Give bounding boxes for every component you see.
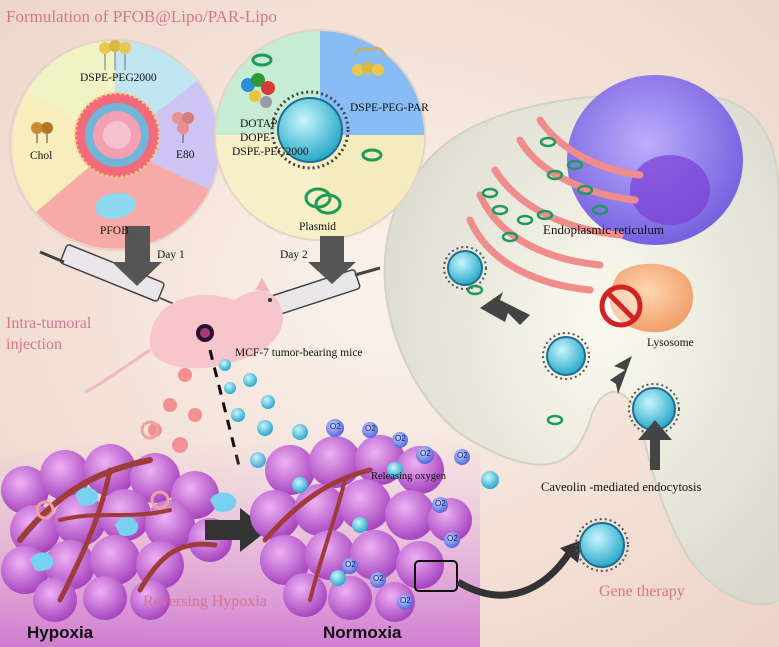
- nucleolus: [630, 155, 710, 225]
- arrow-to-mid: [610, 356, 632, 394]
- label-dspe-peg-par: DSPE-PEG-PAR: [350, 102, 429, 114]
- o2-label: O2: [435, 499, 446, 508]
- label-caveolin-endocytosis: Caveolin -mediated endocytosis: [541, 480, 702, 494]
- label-reversing-hypoxia: Reversing Hypoxia: [143, 593, 267, 610]
- label-day2: Day 2: [280, 249, 308, 261]
- o2-label: O2: [420, 449, 431, 458]
- label-intra-tumoral: Intra-tumoral: [6, 315, 92, 332]
- pfob-droplet-icon: [95, 193, 136, 219]
- o2-label: O2: [330, 422, 341, 431]
- dspe-peg-icon: [99, 40, 131, 70]
- label-e80: E80: [176, 149, 195, 161]
- label-dotap: DOTAP: [240, 118, 278, 130]
- dashed-paths: [208, 349, 242, 471]
- arrow-day1: [112, 226, 162, 286]
- liposome-upper: [443, 246, 487, 290]
- arrow-day2: [308, 236, 356, 284]
- label-endoplasmic-reticulum: Endoplasmic reticulum: [543, 222, 664, 237]
- oxygen-bubbles: [326, 419, 470, 610]
- plasmid-icons-right: [251, 53, 383, 215]
- formulation-circle-left: [9, 39, 221, 251]
- label-day1: Day 1: [157, 249, 185, 261]
- arrow-endocytosis: [638, 420, 672, 470]
- label-pfob: PFOB: [100, 225, 129, 237]
- label-hypoxia: Hypoxia: [27, 623, 94, 642]
- liposome-mid: [542, 332, 590, 380]
- blocked-icon: [599, 284, 643, 328]
- o2-label: O2: [373, 574, 384, 583]
- label-chol: Chol: [30, 150, 53, 162]
- label-dspe-peg2000-left: DSPE-PEG2000: [80, 72, 157, 84]
- curved-arrow-path: [456, 550, 573, 599]
- label-injection: injection: [6, 336, 62, 353]
- arrow-to-upper: [480, 292, 530, 325]
- o2-label: O2: [457, 451, 468, 460]
- liposome-gene-therapy: [575, 518, 629, 572]
- label-lysosome: Lysosome: [647, 337, 694, 349]
- cell-plasmids: [466, 136, 609, 426]
- pfob-droplet-transit: [210, 492, 237, 512]
- e80-icon: [172, 112, 194, 143]
- label-mice: MCF-7 tumor-bearing mice: [235, 347, 363, 359]
- o2-label: O2: [400, 596, 411, 605]
- label-gene-therapy: Gene therapy: [599, 583, 685, 600]
- lipid-icons-right: [241, 46, 386, 108]
- label-dspe-peg2000-right: DSPE-PEG2000: [232, 146, 309, 158]
- o2-label: O2: [447, 534, 458, 543]
- hypoxia-tumor-cluster: [1, 420, 232, 622]
- selection-box: [414, 560, 458, 592]
- chol-icon: [31, 122, 53, 143]
- normoxia-tumor-cluster: [250, 435, 499, 622]
- label-releasing-oxygen: Releasing oxygen: [371, 471, 446, 482]
- label-normoxia: Normoxia: [323, 623, 402, 642]
- endoplasmic-reticulum: [466, 116, 644, 294]
- liposome-formulation-right: [270, 90, 350, 170]
- o2-label: O2: [365, 424, 376, 433]
- label-dope: DOPE: [240, 132, 271, 144]
- figure-title: Formulation of PFOB@Lipo/PAR-Lipo: [6, 7, 278, 26]
- o2-label: O2: [345, 560, 356, 569]
- mouse: [84, 278, 284, 394]
- label-plasmid: Plasmid: [299, 221, 337, 233]
- o2-label: O2: [395, 434, 406, 443]
